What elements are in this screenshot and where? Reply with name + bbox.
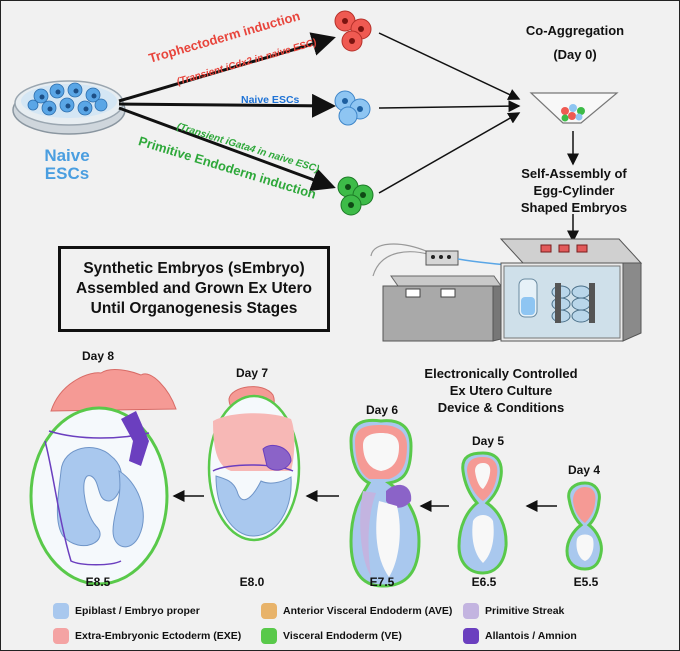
legend-label: Anterior Visceral Endoderm (AVE) (283, 605, 453, 617)
legend-label: Allantois / Amnion (485, 630, 577, 642)
summary-line-1: Synthetic Embryos (sEmbryo) (83, 260, 305, 277)
legend-item-epiblast: Epiblast / Embryo proper (53, 603, 200, 619)
embryo-day7 (207, 386, 301, 542)
stage-label-e65: E6.5 (471, 575, 497, 589)
day-label-day4: Day 4 (567, 463, 601, 477)
stage-label-e75: E7.5 (369, 575, 395, 589)
aggregation-well-icon (529, 92, 619, 124)
legend-swatch (53, 603, 69, 619)
day-label-day7: Day 7 (235, 366, 269, 380)
legend-label: Epiblast / Embryo proper (75, 605, 200, 617)
culture-device-icon (370, 238, 643, 342)
embryo-day5 (457, 451, 508, 575)
legend-label: Extra-Embryonic Ectoderm (EXE) (75, 630, 242, 642)
culture-device-line-3: Device & Conditions (437, 400, 565, 415)
day0-label: (Day 0) (553, 47, 597, 62)
legend-swatch (261, 603, 277, 619)
stage-label-e55: E5.5 (573, 575, 599, 589)
day-label-day5: Day 5 (471, 434, 505, 448)
legend-item-ve: Visceral Endoderm (VE) (261, 628, 402, 644)
legend-swatch (261, 628, 277, 644)
day-label-day6: Day 6 (365, 403, 399, 417)
culture-device-line-2: Ex Utero Culture (449, 383, 553, 398)
naive-escs-dish-label: Naive ESCs (44, 146, 90, 183)
co-aggregation-label: Co-Aggregation (525, 23, 625, 38)
summary-box: Synthetic Embryos (sEmbryo) Assembled an… (58, 246, 330, 332)
culture-device-line-1: Electronically Controlled (424, 366, 578, 381)
naive-escs-arrow-label: Naive ESCs (241, 94, 300, 106)
legend-item-allantois: Allantois / Amnion (463, 628, 577, 644)
embryo-day8 (29, 369, 177, 586)
embryo-day4 (565, 481, 603, 571)
trophectoderm-cells-icon (334, 10, 372, 52)
petri-dish-icon (12, 80, 126, 135)
summary-line-2: Assembled and Grown Ex Utero (76, 280, 312, 297)
day-label-day8: Day 8 (81, 349, 115, 363)
legend-label: Primitive Streak (485, 605, 565, 617)
legend-swatch (53, 628, 69, 644)
summary-line-3: Until Organogenesis Stages (90, 300, 298, 317)
legend-item-ave: Anterior Visceral Endoderm (AVE) (261, 603, 452, 619)
self-assembly-line-3: Shaped Embryos (520, 200, 628, 215)
self-assembly-line-2: Egg-Cylinder (533, 183, 615, 198)
legend-item-primitive-streak: Primitive Streak (463, 603, 564, 619)
self-assembly-line-1: Self-Assembly of (521, 166, 627, 181)
naive-esc-cells-icon (334, 90, 371, 126)
legend-swatch (463, 603, 479, 619)
legend-swatch (463, 628, 479, 644)
primitive-endoderm-cells-icon (337, 176, 374, 216)
embryo-day6 (349, 418, 421, 588)
stage-label-e80: E8.0 (239, 575, 265, 589)
stage-label-e85: E8.5 (85, 575, 111, 589)
legend-label: Visceral Endoderm (VE) (283, 630, 402, 642)
legend-item-exe: Extra-Embryonic Ectoderm (EXE) (53, 628, 241, 644)
